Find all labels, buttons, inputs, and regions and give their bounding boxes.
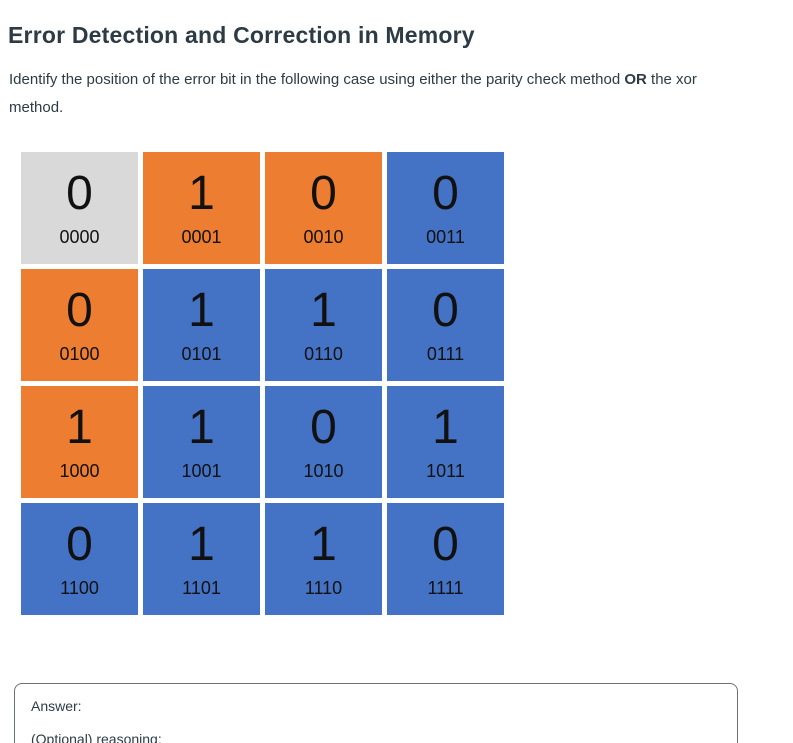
- memory-cell-1100: 0 1100: [21, 503, 138, 615]
- cell-address-label: 0100: [59, 344, 100, 364]
- memory-cell-1110: 1 1110: [265, 503, 382, 615]
- memory-cell-1000: 1 1000: [21, 386, 138, 498]
- cell-bit-value: 0: [66, 518, 93, 571]
- memory-cell-1010: 0 1010: [265, 386, 382, 498]
- question-instructions: Identify the position of the error bit i…: [9, 66, 709, 122]
- cell-address-label: 1101: [182, 578, 221, 598]
- instructions-text-post: the xor method.: [9, 71, 697, 116]
- cell-bit-value: 0: [310, 167, 337, 220]
- memory-cell-0100: 0 0100: [21, 269, 138, 381]
- memory-cell-0001: 1 0001: [143, 152, 260, 264]
- memory-cell-0111: 0 0111: [387, 269, 504, 381]
- cell-address-label: 0011: [426, 227, 465, 247]
- page-title: Error Detection and Correction in Memory: [8, 22, 475, 48]
- memory-bit-grid: 0 0000 1 0001 0 0010 0 0011 0 0100 1 010…: [21, 152, 504, 615]
- memory-cell-1011: 1 1011: [387, 386, 504, 498]
- instructions-text-pre: Identify the position of the error bit i…: [9, 71, 625, 88]
- cell-address-label: 1100: [60, 578, 99, 598]
- cell-bit-value: 1: [188, 167, 215, 220]
- cell-bit-value: 0: [432, 284, 459, 337]
- cell-address-label: 1000: [59, 461, 100, 481]
- memory-cell-0101: 1 0101: [143, 269, 260, 381]
- cell-bit-value: 0: [66, 167, 93, 220]
- cell-address-label: 1001: [181, 461, 222, 481]
- cell-address-label: 1010: [303, 461, 344, 481]
- cell-address-label: 1110: [304, 578, 343, 598]
- memory-cell-0000: 0 0000: [21, 152, 138, 264]
- cell-address-label: 0110: [304, 344, 343, 364]
- cell-bit-value: 1: [310, 284, 337, 337]
- cell-bit-value: 0: [310, 401, 337, 454]
- cell-address-label: 0111: [426, 344, 465, 364]
- cell-bit-value: 1: [432, 401, 459, 454]
- answer-input-area[interactable]: Answer: (Optional) reasoning:: [14, 683, 738, 743]
- memory-cell-0010: 0 0010: [265, 152, 382, 264]
- memory-cell-0110: 1 0110: [265, 269, 382, 381]
- cell-address-label: 1011: [426, 461, 465, 481]
- memory-cell-1001: 1 1001: [143, 386, 260, 498]
- cell-bit-value: 1: [188, 518, 215, 571]
- answer-label: Answer:: [31, 698, 82, 714]
- memory-cell-1101: 1 1101: [143, 503, 260, 615]
- cell-address-label: 0000: [59, 227, 100, 247]
- cell-bit-value: 1: [310, 518, 337, 571]
- cell-bit-value: 0: [432, 518, 459, 571]
- cell-bit-value: 1: [188, 401, 215, 454]
- cell-bit-value: 0: [432, 167, 459, 220]
- cell-address-label: 1111: [427, 578, 464, 598]
- memory-cell-0011: 0 0011: [387, 152, 504, 264]
- memory-cell-1111: 0 1111: [387, 503, 504, 615]
- cell-address-label: 0010: [303, 227, 344, 247]
- cell-bit-value: 1: [188, 284, 215, 337]
- cell-address-label: 0101: [181, 344, 222, 364]
- cell-address-label: 0001: [181, 227, 222, 247]
- optional-reasoning-label: (Optional) reasoning:: [31, 731, 162, 743]
- quiz-question-page: Error Detection and Correction in Memory…: [0, 22, 793, 743]
- cell-bit-value: 1: [66, 401, 93, 454]
- instructions-text-bold-or: OR: [624, 71, 647, 88]
- cell-bit-value: 0: [66, 284, 93, 337]
